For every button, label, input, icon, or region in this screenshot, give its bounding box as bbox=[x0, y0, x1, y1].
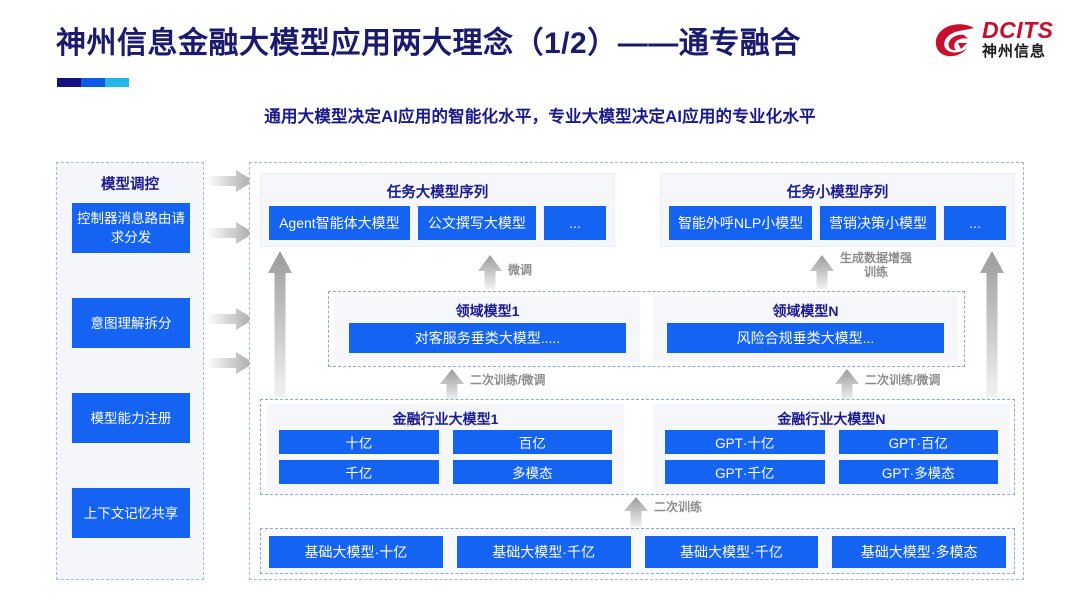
domain-model-n-title: 领域模型N bbox=[772, 303, 839, 319]
underline-segment-cyan bbox=[105, 78, 129, 87]
title-underline-bar bbox=[57, 78, 129, 87]
chip-outbound-nlp-model[interactable]: 智能外呼NLP小模型 bbox=[669, 206, 813, 240]
industry-model-1-grid: 十亿 百亿 千亿 多模态 bbox=[279, 430, 612, 484]
logo-en-text: DCITS bbox=[982, 17, 1054, 43]
arrow-label-data-augmentation-line2: 训练 bbox=[864, 265, 889, 279]
page-subtitle: 通用大模型决定AI应用的智能化水平，专业大模型决定AI应用的专业化水平 bbox=[264, 108, 816, 126]
domain-model-n: 领域模型N 风险合规垂类大模型... bbox=[653, 296, 958, 362]
underline-segment-blue bbox=[80, 78, 106, 87]
foundation-model-multimodal[interactable]: 基础大模型·多模态 bbox=[832, 536, 1006, 568]
company-logo: DCITS 神州信息 bbox=[934, 18, 1066, 70]
task-large-model-sequence-title: 任务大模型序列 bbox=[386, 185, 489, 201]
domain-model-1: 领域模型1 对客服务垂类大模型..... bbox=[335, 296, 640, 362]
sidebar-item-capability-registry[interactable]: 模型能力注册 bbox=[72, 393, 190, 443]
industry-n-cell-gpt-multimodal[interactable]: GPT·多模态 bbox=[838, 460, 998, 484]
right-arrow-icon-3 bbox=[206, 308, 254, 330]
model-control-panel: 模型调控 控制器消息路由请求分发 意图理解拆分 模型能力注册 上下文记忆共享 bbox=[56, 162, 204, 580]
up-arrow-icon-retrain-finetune-left bbox=[440, 369, 464, 401]
arrow-label-finetune: 微调 bbox=[508, 263, 533, 277]
up-arrow-icon-industry-to-task-small bbox=[980, 251, 1004, 397]
arrow-label-data-augmentation: 生成数据增强 训练 bbox=[840, 251, 912, 279]
arrow-label-data-augmentation-line1: 生成数据增强 bbox=[840, 251, 913, 265]
domain-model-group: 领域模型1 对客服务垂类大模型..... 领域模型N 风险合规垂类大模型... bbox=[328, 291, 965, 367]
industry-n-cell-gpt-trillion[interactable]: GPT·千亿 bbox=[665, 460, 825, 484]
chip-more-large[interactable]: ... bbox=[544, 206, 606, 240]
chip-more-small[interactable]: ... bbox=[944, 206, 1007, 240]
up-arrow-icon-industry-to-task-large bbox=[268, 251, 292, 397]
logo-text-block: DCITS 神州信息 bbox=[982, 18, 1054, 61]
sidebar-item-controller-routing[interactable]: 控制器消息路由请求分发 bbox=[72, 203, 190, 253]
industry-1-cell-multimodal[interactable]: 多模态 bbox=[452, 460, 612, 484]
arrow-label-retrain: 二次训练 bbox=[654, 500, 703, 514]
chip-marketing-decision-model[interactable]: 营销决策小模型 bbox=[820, 206, 937, 240]
right-arrow-icon-1 bbox=[206, 170, 254, 192]
task-small-model-sequence-title: 任务小模型序列 bbox=[786, 185, 889, 201]
up-arrow-icon-retrain-finetune-right bbox=[835, 369, 859, 401]
model-control-title: 模型调控 bbox=[101, 177, 159, 193]
arrow-label-retrain-finetune-left: 二次训练/微调 bbox=[470, 373, 546, 387]
task-large-model-sequence: 任务大模型序列 Agent智能体大模型 公文撰写大模型 ... bbox=[260, 173, 615, 247]
task-large-model-chip-row: Agent智能体大模型 公文撰写大模型 ... bbox=[269, 206, 606, 240]
right-arrow-icon-4 bbox=[206, 352, 254, 374]
underline-segment-navy bbox=[57, 78, 81, 87]
swirl-logo-icon bbox=[935, 24, 974, 57]
industry-1-cell-trillion[interactable]: 千亿 bbox=[279, 460, 439, 484]
industry-1-cell-ten-billion[interactable]: 百亿 bbox=[452, 430, 612, 454]
up-arrow-icon-data-augmentation bbox=[810, 255, 834, 289]
domain-model-1-chip[interactable]: 对客服务垂类大模型..... bbox=[349, 323, 626, 353]
task-small-model-chip-row: 智能外呼NLP小模型 营销决策小模型 ... bbox=[669, 206, 1007, 240]
task-small-model-sequence: 任务小模型序列 智能外呼NLP小模型 营销决策小模型 ... bbox=[660, 173, 1015, 247]
logo-cn-text: 神州信息 bbox=[982, 43, 1047, 60]
industry-n-cell-gpt-ten-billion[interactable]: GPT·百亿 bbox=[838, 430, 998, 454]
architecture-diagram: 模型调控 控制器消息路由请求分发 意图理解拆分 模型能力注册 上下文记忆共享 任 bbox=[0, 150, 1080, 590]
up-arrow-icon-retrain bbox=[624, 497, 648, 527]
page-title: 神州信息金融大模型应用两大理念（1/2）——通专融合 bbox=[56, 27, 801, 60]
up-arrow-icon-finetune bbox=[478, 255, 502, 289]
foundation-model-group: 基础大模型·十亿 基础大模型·千亿 基础大模型·千亿 基础大模型·多模态 bbox=[260, 528, 1015, 574]
domain-model-1-title: 领域模型1 bbox=[455, 303, 520, 319]
right-arrow-icon-2 bbox=[206, 222, 254, 244]
foundation-model-trillion-1[interactable]: 基础大模型·千亿 bbox=[456, 536, 631, 568]
sidebar-item-context-memory[interactable]: 上下文记忆共享 bbox=[72, 488, 190, 538]
industry-n-cell-gpt-billion[interactable]: GPT·十亿 bbox=[665, 430, 825, 454]
chip-agent-model[interactable]: Agent智能体大模型 bbox=[269, 206, 410, 240]
slide-header: 神州信息金融大模型应用两大理念（1/2）——通专融合 DCITS 神州信息 通用… bbox=[0, 0, 1080, 126]
industry-1-cell-billion[interactable]: 十亿 bbox=[279, 430, 439, 454]
arrow-label-retrain-finetune-right: 二次训练/微调 bbox=[865, 373, 941, 387]
industry-model-n-grid: GPT·十亿 GPT·百亿 GPT·千亿 GPT·多模态 bbox=[665, 430, 998, 484]
domain-model-n-chip[interactable]: 风险合规垂类大模型... bbox=[667, 323, 944, 353]
foundation-model-row: 基础大模型·十亿 基础大模型·千亿 基础大模型·千亿 基础大模型·多模态 bbox=[269, 536, 1006, 568]
model-stack-panel: 任务大模型序列 Agent智能体大模型 公文撰写大模型 ... 任务小模型序列 … bbox=[249, 162, 1024, 580]
foundation-model-billion[interactable]: 基础大模型·十亿 bbox=[269, 536, 443, 568]
chip-document-writing-model[interactable]: 公文撰写大模型 bbox=[417, 206, 536, 240]
industry-model-n-title: 金融行业大模型N bbox=[777, 411, 886, 427]
industry-model-group: 金融行业大模型1 十亿 百亿 千亿 多模态 金融行业大模型N GPT·十亿 GP… bbox=[260, 399, 1015, 495]
industry-model-1-title: 金融行业大模型1 bbox=[392, 411, 499, 427]
sidebar-item-intent-understanding[interactable]: 意图理解拆分 bbox=[72, 298, 190, 348]
industry-model-1: 金融行业大模型1 十亿 百亿 千亿 多模态 bbox=[267, 404, 624, 492]
foundation-model-trillion-2[interactable]: 基础大模型·千亿 bbox=[644, 536, 819, 568]
industry-model-n: 金融行业大模型N GPT·十亿 GPT·百亿 GPT·千亿 GPT·多模态 bbox=[653, 404, 1010, 492]
